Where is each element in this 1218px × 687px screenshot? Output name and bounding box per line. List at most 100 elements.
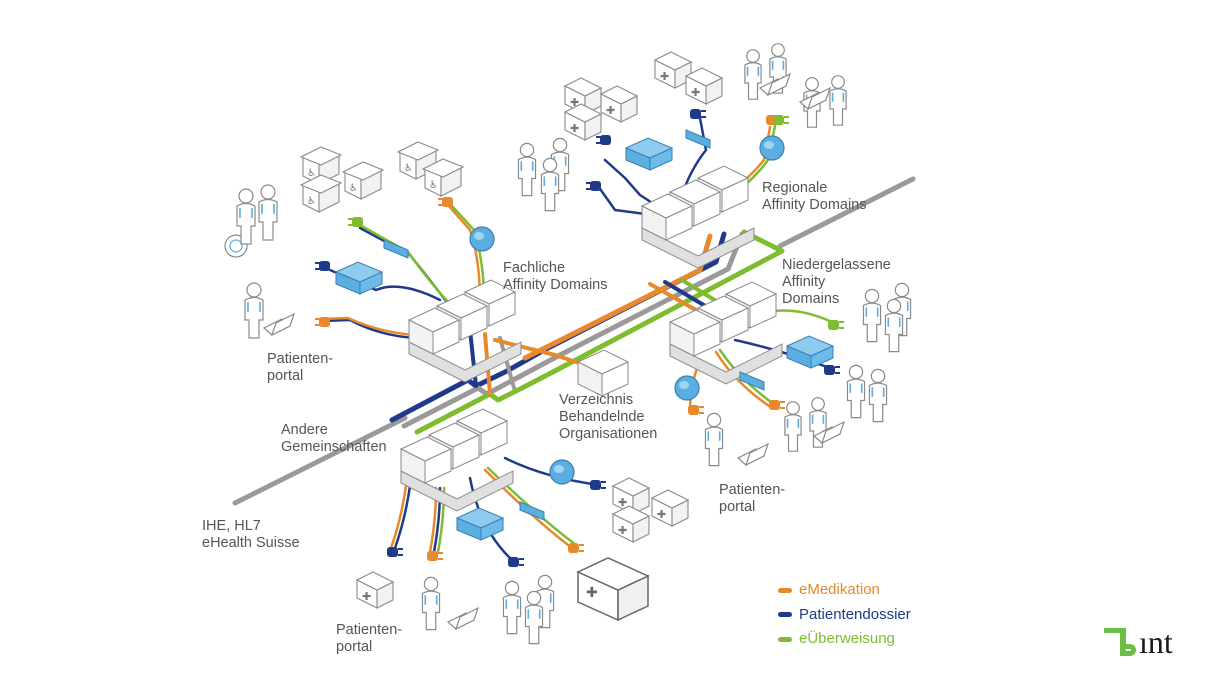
bus-line — [522, 233, 713, 361]
legend-item: eMedikation — [778, 578, 911, 603]
person-icon — [744, 49, 762, 100]
plug-icon — [387, 547, 403, 557]
svg-text:✚: ✚ — [570, 122, 579, 135]
globe-device-icon — [759, 135, 785, 161]
hospital-icon: ✚ — [576, 557, 650, 622]
person-icon — [244, 282, 264, 339]
person-icon — [862, 288, 882, 343]
svg-text:✚: ✚ — [657, 508, 666, 521]
cable-line — [358, 226, 452, 308]
globe-device-icon — [469, 226, 495, 252]
laptop-icon — [446, 606, 480, 631]
plug-icon — [438, 197, 453, 207]
person-icon — [884, 298, 904, 353]
network-box-icon — [785, 335, 835, 369]
person-icon — [868, 368, 888, 423]
cable-line — [320, 318, 418, 340]
server-stack-niedergelassene — [668, 281, 783, 385]
plug-icon — [427, 551, 443, 561]
legend-swatch-icon — [778, 587, 792, 593]
plug-icon — [590, 480, 606, 490]
label-verzeichnis-behandelnde-organisationen: Verzeichnis Behandelnde Organisationen — [559, 392, 658, 442]
legend: eMedikation Patientendossier eÜberweisun… — [778, 578, 911, 652]
bus-branch — [498, 336, 516, 390]
server-stack-fachliche — [407, 279, 522, 383]
plug-icon — [315, 317, 330, 327]
cable-line — [356, 222, 450, 304]
label-niedergelassene-affinity-domains: Niedergelassene Affinity Domains — [782, 257, 891, 307]
house-icon: ♿ — [299, 174, 343, 213]
label-patientenportal-right: Patienten- portal — [719, 482, 786, 515]
axis-line — [232, 415, 408, 506]
cable-line — [389, 484, 408, 550]
legend-item: eÜberweisung — [778, 627, 911, 652]
person-icon — [784, 401, 802, 452]
label-standards: IHE, HL7 eHealth Suisse — [202, 518, 300, 551]
person-icon — [258, 184, 278, 241]
svg-text:✚: ✚ — [570, 96, 579, 109]
clinic-icon: ✚ — [355, 571, 395, 609]
server-stack-regionale — [640, 165, 755, 269]
svg-text:♿: ♿ — [404, 163, 413, 174]
clinic-icon: ✚ — [611, 505, 651, 543]
plug-icon — [773, 115, 789, 125]
adapter-icon — [739, 371, 765, 391]
legend-item: Patientendossier — [778, 603, 911, 628]
person-icon — [829, 75, 847, 126]
laptop-icon — [798, 86, 832, 111]
globe-device-icon — [674, 375, 700, 401]
svg-text:✚: ✚ — [618, 524, 627, 537]
svg-text:♿: ♿ — [307, 196, 316, 207]
diagram-objects: ♿♿♿♿♿✚✚✚✚✚✚✚✚✚✚ — [224, 43, 912, 645]
legend-label: eMedikation — [799, 581, 880, 598]
infrastructure-axis — [232, 176, 916, 506]
svg-text:♿: ♿ — [349, 183, 358, 194]
bus-line — [401, 231, 745, 429]
company-logo: ınt — [1104, 624, 1204, 664]
legend-swatch-icon — [778, 612, 792, 618]
server-box — [640, 193, 694, 241]
plug-icon — [568, 543, 584, 553]
plug-icon — [688, 405, 704, 415]
server-box — [668, 309, 722, 357]
axis-line — [777, 176, 916, 249]
laptop-icon — [262, 312, 296, 337]
plug-icon — [348, 217, 363, 227]
person-icon — [421, 576, 441, 631]
legend-swatch-icon — [778, 636, 792, 642]
cable-line — [596, 184, 647, 216]
cable-line — [714, 350, 774, 410]
clinic-icon: ✚ — [650, 489, 690, 527]
person-icon — [517, 142, 537, 197]
adapter-icon — [685, 129, 711, 149]
laptop-icon — [736, 442, 770, 467]
network-box-icon — [334, 261, 384, 295]
cable-line — [328, 268, 442, 302]
laptop-icon — [812, 420, 846, 445]
svg-text:✚: ✚ — [660, 70, 669, 83]
label-patientenportal-left: Patienten- portal — [267, 351, 334, 384]
person-icon — [846, 364, 866, 419]
person-icon — [540, 157, 560, 212]
person-icon — [236, 188, 256, 245]
plug-icon — [508, 557, 524, 567]
plug-icon — [315, 261, 330, 271]
plug-icon — [828, 320, 844, 330]
cable-line — [393, 484, 412, 550]
svg-text:✚: ✚ — [691, 86, 700, 99]
person-icon — [502, 580, 522, 635]
cable-line — [603, 158, 662, 210]
cable-line — [318, 316, 416, 337]
clinic-icon: ✚ — [563, 103, 603, 141]
svg-text:♿: ♿ — [429, 180, 438, 191]
svg-text:♿: ♿ — [307, 168, 316, 179]
adapter-icon — [519, 501, 545, 521]
svg-text:✚: ✚ — [606, 104, 615, 117]
clinic-icon: ✚ — [684, 67, 724, 105]
laptop-icon — [758, 72, 792, 97]
plug-icon — [769, 400, 785, 410]
plug-icon — [690, 109, 706, 119]
label-fachliche-affinity-domains: Fachliche Affinity Domains — [503, 260, 608, 293]
legend-label: Patientendossier — [799, 605, 911, 623]
